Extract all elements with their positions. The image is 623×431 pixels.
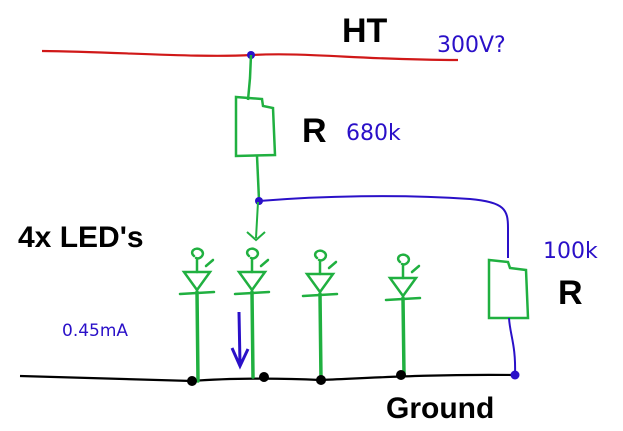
r-top-value-label: 680k (346, 121, 401, 146)
led-3 (301, 249, 339, 382)
led-head (396, 253, 411, 266)
led-triangle (236, 270, 268, 293)
r-side-value-label: 100k (543, 239, 598, 264)
led-4 (384, 253, 422, 377)
led-cathode-lead (195, 290, 200, 383)
led-cathode-lead (318, 292, 323, 382)
ground-node-3 (316, 375, 326, 385)
led-array (178, 247, 422, 383)
resistor-680k (234, 95, 277, 158)
ground-rail (19, 373, 516, 383)
ground-node-1 (187, 376, 197, 386)
r-top-label: R (302, 112, 327, 150)
current-arrow-into-leds (246, 201, 266, 242)
led-triangle (181, 270, 213, 293)
wire-ht-to-r-top (246, 54, 253, 101)
ground-node-4 (396, 370, 406, 380)
current-label: 0.45mA (62, 321, 128, 341)
led-triangle (387, 276, 419, 299)
r-side-label: R (558, 274, 583, 312)
resistor-100k (487, 258, 530, 320)
led-cathode-lead (250, 290, 255, 379)
led-2 (233, 247, 271, 379)
wire-r-top-to-node (255, 155, 261, 201)
led-1 (178, 247, 216, 383)
led-cathode-lead (401, 296, 406, 377)
ground-node-r-side (510, 370, 520, 380)
led-count-label: 4x LED's (18, 221, 144, 254)
led-head (313, 249, 328, 262)
led-head (190, 247, 205, 260)
led-head (245, 247, 260, 260)
led-emission-mark (204, 258, 215, 268)
ground-node-2 (259, 372, 269, 382)
led-triangle (304, 272, 336, 295)
current-direction-arrow (230, 311, 250, 370)
ground-label: Ground (386, 392, 494, 425)
led-emission-mark (410, 264, 421, 274)
ht-voltage-label: 300V? (437, 33, 506, 58)
wire-r-side-to-ground (508, 317, 517, 376)
led-emission-mark (259, 258, 270, 268)
led-emission-mark (327, 260, 338, 270)
ht-label: HT (342, 12, 388, 50)
wire-divider-to-r-side (258, 195, 509, 258)
